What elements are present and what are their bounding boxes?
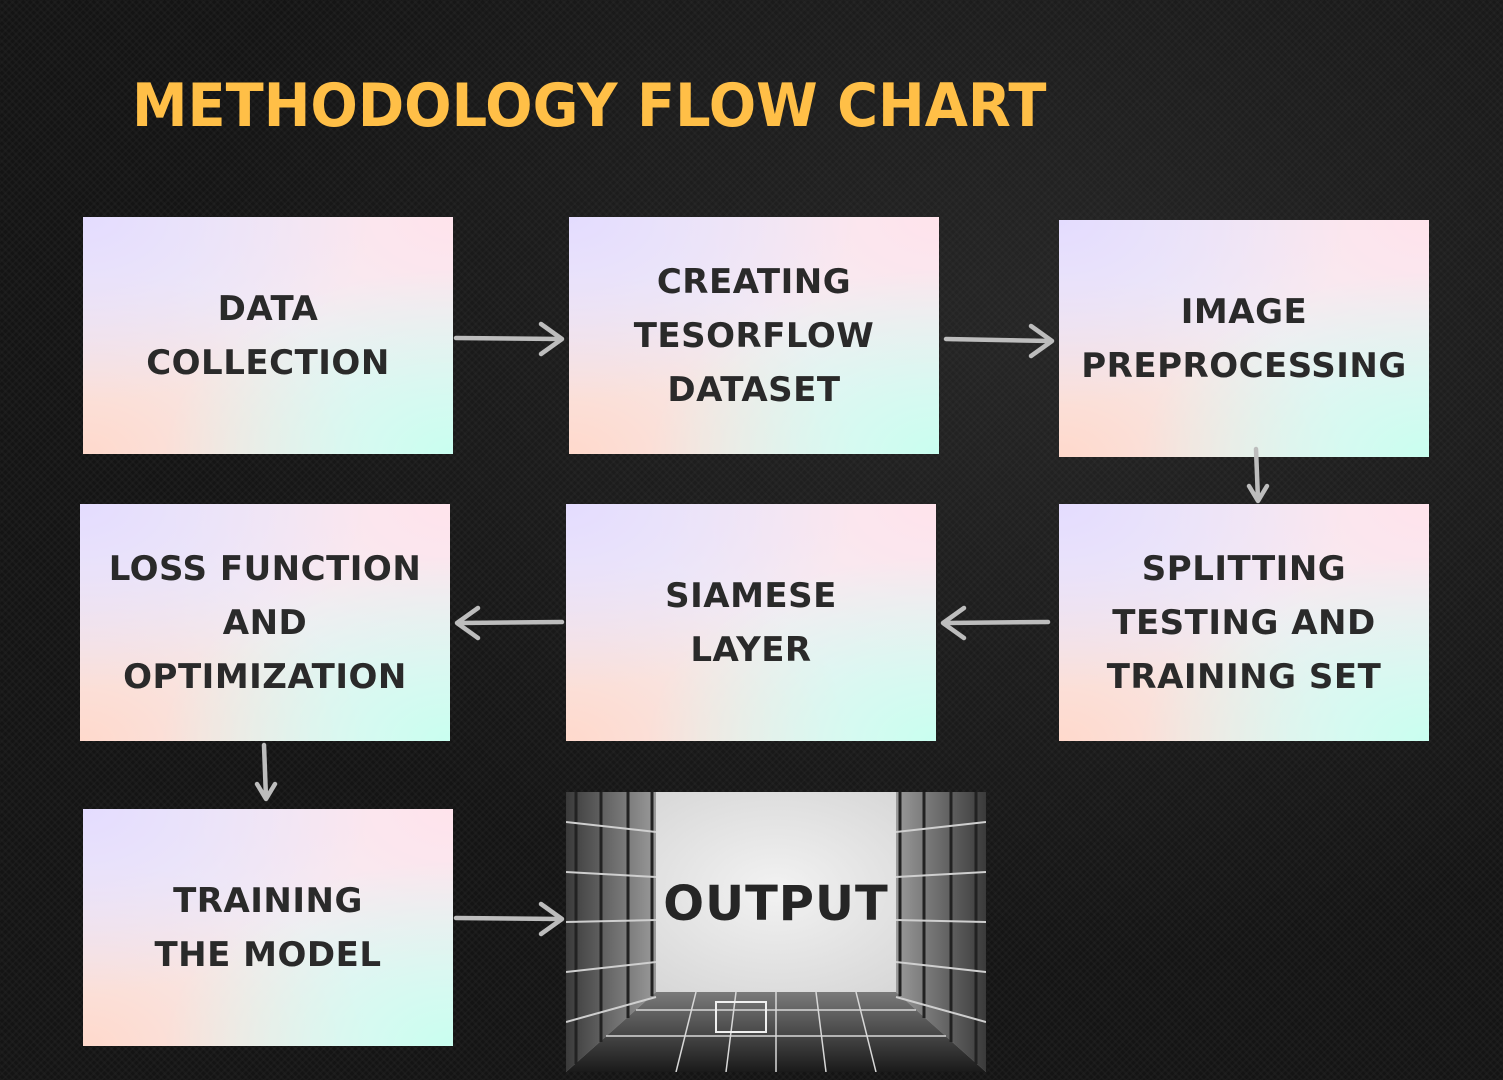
step-creating-tensorflow-dataset: CREATING TESORFLOW DATASET [569,217,939,454]
step-label: LOSS FUNCTION AND OPTIMIZATION [108,548,422,697]
arrow-down-icon [254,742,278,802]
output-label: OUTPUT [663,876,889,932]
step-splitting-testing-training-set: SPLITTING TESTING AND TRAINING SET [1059,504,1429,741]
arrow-left-icon [454,605,565,641]
step-label: SPLITTING TESTING AND TRAINING SET [1106,548,1382,697]
step-siamese-layer: SIAMESE LAYER [566,504,936,741]
step-training-the-model: TRAINING THE MODEL [83,809,453,1046]
step-label: IMAGE PREPROCESSING [1081,291,1407,386]
step-label: DATA COLLECTION [146,288,390,383]
step-loss-function-optimization: LOSS FUNCTION AND OPTIMIZATION [80,504,450,741]
arrow-left-icon [940,605,1051,641]
output-box: OUTPUT [566,792,986,1072]
arrow-right-icon [453,901,565,937]
step-label: CREATING TESORFLOW DATASET [633,261,875,410]
step-label: SIAMESE LAYER [665,575,837,670]
page-title: METHODOLOGY FLOW CHART [132,71,1047,141]
arrow-right-icon [453,321,565,357]
arrow-right-icon [943,323,1055,359]
step-data-collection: DATA COLLECTION [83,217,453,454]
step-label: TRAINING THE MODEL [154,880,382,975]
building-photo-image [566,792,986,1072]
step-image-preprocessing: IMAGE PREPROCESSING [1059,220,1429,457]
